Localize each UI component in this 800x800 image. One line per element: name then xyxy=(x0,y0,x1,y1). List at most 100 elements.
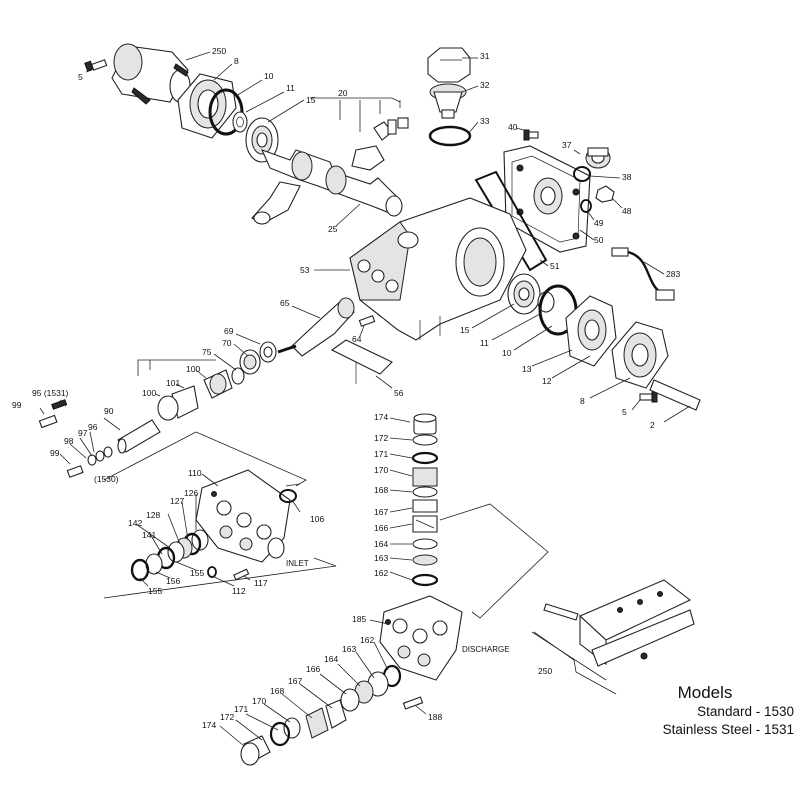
part-label: 112 xyxy=(232,586,246,596)
inlet-o-ring-part xyxy=(279,489,297,503)
part-label: 162 xyxy=(374,568,388,578)
part-label: 69 xyxy=(224,326,234,336)
part-label: 40 xyxy=(508,122,518,132)
oil-cap-part xyxy=(427,47,471,83)
part-label: 174 xyxy=(202,720,216,730)
part-label: 10 xyxy=(264,71,274,81)
models-title: Models xyxy=(677,683,733,702)
oil-filler-part xyxy=(429,83,467,119)
sight-glass-gasket-part xyxy=(573,166,591,182)
valve-stack-top xyxy=(411,413,439,587)
part-label: 48 xyxy=(622,206,632,216)
screw-part xyxy=(523,129,539,141)
crankshaft-part xyxy=(260,149,403,217)
part-label: 10 xyxy=(502,348,512,358)
part-label: (1530) xyxy=(94,474,119,484)
part-label: 101 xyxy=(166,378,180,388)
part-label: 250 xyxy=(212,46,226,56)
part-label: 64 xyxy=(352,334,362,344)
part-label: 155 xyxy=(190,568,204,578)
valve-stack-bottom xyxy=(240,664,402,766)
group-connectors xyxy=(103,97,617,695)
part-label: 12 xyxy=(542,376,552,386)
drain-plug-o-ring-part xyxy=(580,199,592,213)
part-label: 56 xyxy=(394,388,404,398)
part-label: 31 xyxy=(480,51,490,61)
leader-lines xyxy=(39,51,691,747)
part-label: 13 xyxy=(522,364,532,374)
part-labels: 250 5 8 10 11 15 20 31 32 33 40 37 38 48… xyxy=(12,46,680,730)
part-label: 128 xyxy=(146,510,160,520)
part-label: 99 xyxy=(12,400,22,410)
part-label: 166 xyxy=(306,664,320,674)
part-label: 106 xyxy=(310,514,324,524)
bolt-part xyxy=(84,59,108,72)
part-label: 49 xyxy=(594,218,604,228)
part-label: 25 xyxy=(328,224,338,234)
crankcase-part xyxy=(349,197,527,341)
plunger-rod-part xyxy=(277,297,355,357)
part-label: 141 xyxy=(142,530,156,540)
part-label: 142 xyxy=(128,518,142,528)
part-label: 75 xyxy=(202,347,212,357)
part-label: 97 xyxy=(78,428,88,438)
bearing-flange-part xyxy=(565,295,617,367)
inlet-seal-stack xyxy=(130,529,209,582)
bearing-cover-part xyxy=(111,43,191,105)
part-label: 99 xyxy=(50,448,60,458)
part-label: 11 xyxy=(286,83,295,93)
drain-plug-part xyxy=(595,185,615,203)
part-label: 51 xyxy=(550,261,560,271)
model-standard: Standard - 1530 xyxy=(697,704,794,719)
part-label: 65 xyxy=(280,298,290,308)
oil-sensor-part xyxy=(611,247,675,301)
part-label: 155 xyxy=(148,586,162,596)
part-label: 162 xyxy=(360,635,374,645)
part-label: 2 xyxy=(650,420,655,430)
part-label: 20 xyxy=(338,88,348,98)
part-label: 127 xyxy=(170,496,184,506)
rear-bolt-part xyxy=(639,391,658,403)
plunger-part xyxy=(117,419,161,454)
part-label: 98 xyxy=(64,436,74,446)
part-label: 171 xyxy=(374,449,388,459)
dipstick-part xyxy=(649,379,701,411)
roller-bearing-part xyxy=(245,117,279,163)
part-label: 8 xyxy=(580,396,585,406)
part-label: 167 xyxy=(288,676,302,686)
discharge-bolt-part xyxy=(402,696,424,710)
part-label: 37 xyxy=(562,140,572,150)
part-label: 100 xyxy=(142,388,156,398)
rear-cover-flange-part xyxy=(611,321,669,389)
rear-bearing-part xyxy=(507,273,541,315)
part-label: 163 xyxy=(374,553,388,563)
part-label: 172 xyxy=(220,712,234,722)
part-label: 32 xyxy=(480,80,490,90)
part-label: 8 xyxy=(234,56,239,66)
part-label: 156 xyxy=(166,576,180,586)
part-label: 5 xyxy=(622,407,627,417)
part-label: 170 xyxy=(252,696,266,706)
part-label: 96 xyxy=(88,422,98,432)
part-label: 166 xyxy=(374,523,388,533)
mounting-rail-part xyxy=(543,579,695,667)
part-label: 15 xyxy=(306,95,316,105)
part-label: 95 (1531) xyxy=(32,388,69,398)
part-label: 70 xyxy=(222,338,232,348)
plunger-seal-stack xyxy=(157,341,277,421)
seal-retainer-part xyxy=(330,339,393,384)
part-label: 164 xyxy=(374,539,388,549)
part-label: 188 xyxy=(428,712,442,722)
part-label: 33 xyxy=(480,116,490,126)
plunger-pin-part xyxy=(358,315,376,327)
sight-glass-part xyxy=(585,147,611,169)
part-label: 38 xyxy=(622,172,632,182)
connecting-rod-part xyxy=(251,117,409,225)
inlet-manifold-part xyxy=(195,469,291,563)
part-label: 15 xyxy=(460,325,470,335)
part-label: 185 xyxy=(352,614,366,624)
part-label: 100 xyxy=(186,364,200,374)
part-label: 126 xyxy=(184,488,198,498)
part-label: 168 xyxy=(270,686,284,696)
